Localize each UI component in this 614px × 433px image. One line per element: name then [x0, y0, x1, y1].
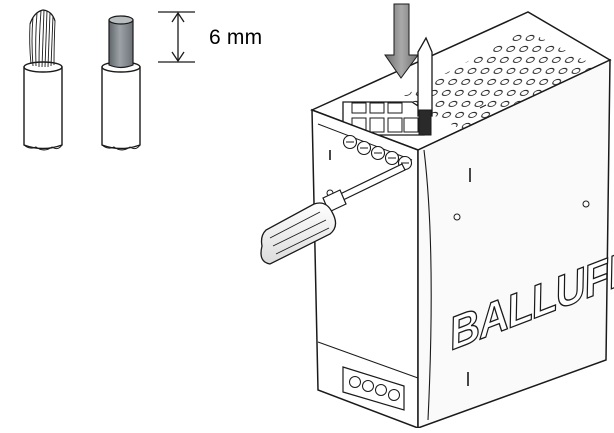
- ferrule-wire-icon: [101, 15, 141, 151]
- screwdriver-icon: [260, 163, 406, 265]
- strip-length-label: 6 mm: [209, 26, 263, 49]
- power-supply-unit-icon: [310, 11, 612, 430]
- dimension-arrow-icon: [158, 11, 195, 63]
- stranded-wire-icon: [23, 9, 63, 151]
- press-down-arrow-icon: [384, 3, 419, 79]
- release-tool-icon: [417, 36, 433, 136]
